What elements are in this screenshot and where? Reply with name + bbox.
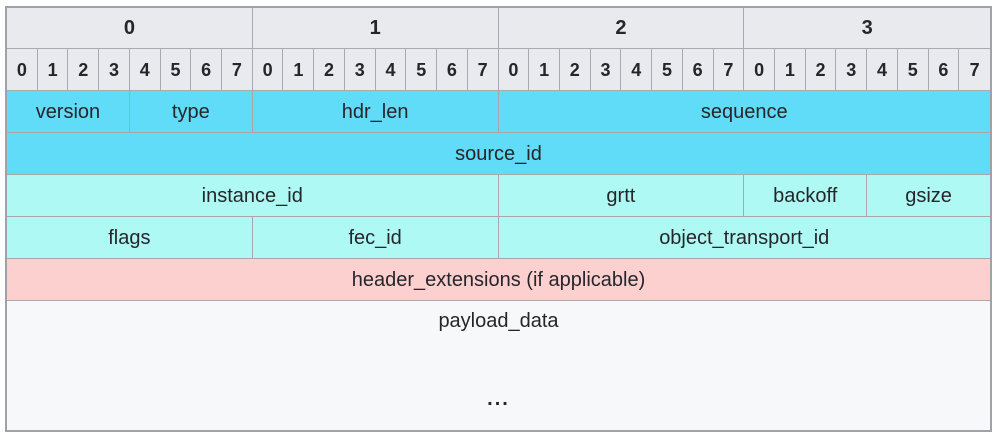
bit-header-13: 5 [406, 49, 438, 91]
bit-header-29: 5 [897, 49, 929, 91]
bit-header-21: 5 [652, 49, 683, 91]
bit-header-19: 3 [590, 49, 622, 91]
bit-header-3: 3 [99, 49, 130, 91]
bit-header-31: 7 [959, 49, 990, 91]
bit-header-16: 0 [498, 49, 530, 91]
bit-header-8: 0 [252, 49, 284, 91]
bit-header-20: 4 [621, 49, 653, 91]
bit-header-12: 4 [375, 49, 407, 91]
bit-header-9: 1 [283, 49, 315, 91]
field-gsize: gsize [867, 175, 990, 217]
field-payload-data: payload_data... [7, 301, 990, 430]
bit-header-4: 4 [129, 49, 161, 91]
bit-header-25: 1 [774, 49, 806, 91]
bit-header-14: 6 [437, 49, 468, 91]
bit-header-30: 6 [928, 49, 960, 91]
bit-header-23: 7 [713, 49, 745, 91]
payload-ellipsis: ... [487, 388, 510, 410]
bit-header-24: 0 [744, 49, 775, 91]
field-sequence: sequence [498, 91, 990, 133]
bit-header-17: 1 [529, 49, 560, 91]
field-instance_id: instance_id [7, 175, 499, 217]
field-object_transport_id: object_transport_id [498, 217, 990, 259]
byte-header-1: 1 [252, 8, 499, 49]
bit-header-15: 7 [467, 49, 499, 91]
bit-header-6: 6 [191, 49, 223, 91]
field-source_id: source_id [7, 133, 990, 175]
byte-header-2: 2 [498, 8, 745, 49]
bit-header-27: 3 [836, 49, 868, 91]
field-flags: flags [7, 217, 253, 259]
bit-header-26: 2 [805, 49, 837, 91]
bit-header-11: 3 [344, 49, 376, 91]
bit-header-7: 7 [222, 49, 253, 91]
byte-header-3: 3 [744, 8, 990, 49]
field-grtt: grtt [498, 175, 745, 217]
bit-header-1: 1 [37, 49, 69, 91]
payload-data-label: payload_data [438, 310, 559, 332]
byte-header-0: 0 [7, 8, 253, 49]
field-fec_id: fec_id [252, 217, 499, 259]
field-version: version [7, 91, 130, 133]
bit-header-18: 2 [559, 49, 591, 91]
bit-header-5: 5 [160, 49, 192, 91]
field-header_extensions-if-applicable: header_extensions (if applicable) [7, 259, 990, 301]
bit-header-0: 0 [7, 49, 38, 91]
bit-header-2: 2 [68, 49, 100, 91]
field-type: type [129, 91, 253, 133]
field-hdr_len: hdr_len [252, 91, 499, 133]
field-backoff: backoff [744, 175, 868, 217]
bit-header-10: 2 [314, 49, 345, 91]
bit-header-28: 4 [867, 49, 898, 91]
bit-header-22: 6 [682, 49, 714, 91]
